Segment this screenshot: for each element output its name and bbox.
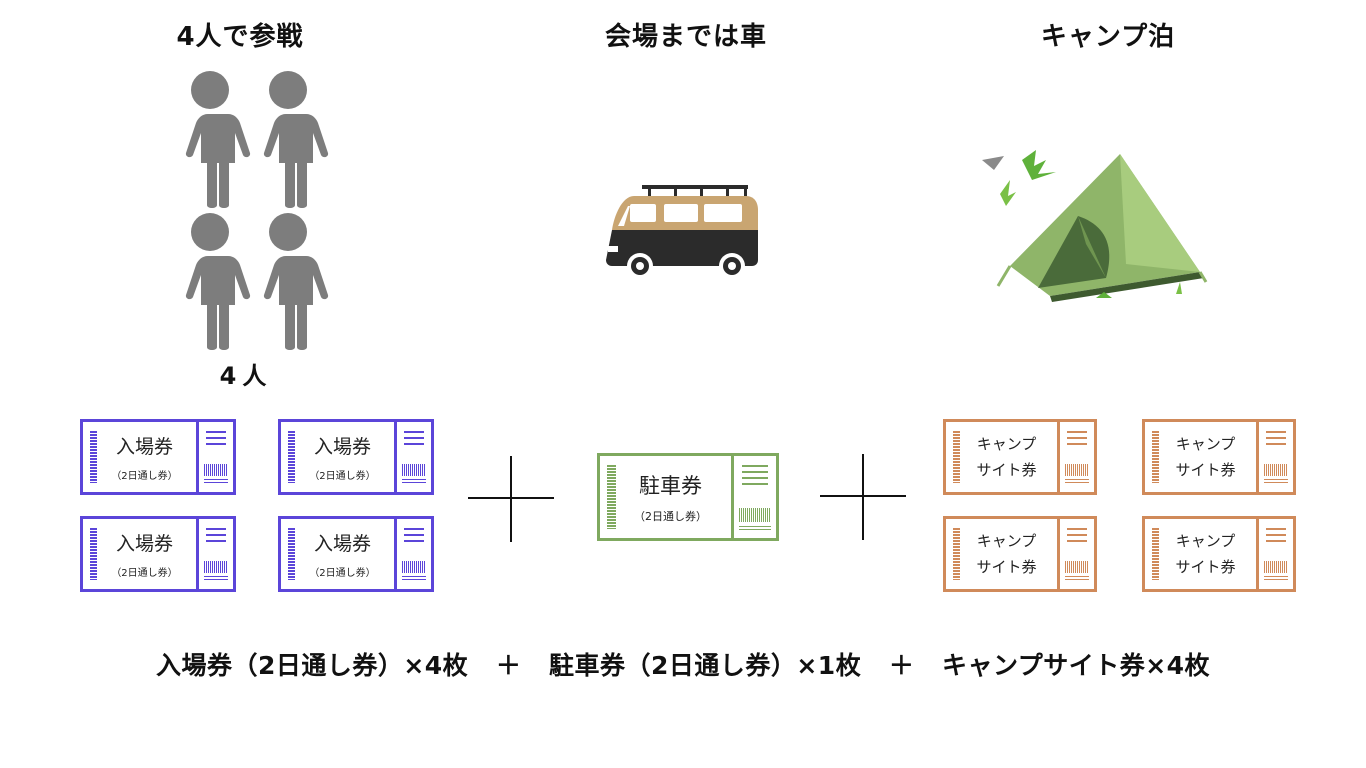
ticket-name-line2: サイト券 [1175, 461, 1236, 479]
ticket-name: 入場券 [115, 436, 173, 458]
campsite-ticket: キャンプ サイト券 [943, 419, 1097, 495]
ticket-name-line1: キャンプ [976, 532, 1037, 550]
barcode-icon [288, 431, 295, 483]
ticket-sub: （2日通し券） [309, 471, 376, 482]
barcode-icon [90, 431, 97, 483]
summary-plus: ＋ [888, 651, 915, 680]
parking-ticket: 駐車券 （2日通し券） [597, 453, 779, 541]
ticket-stub [196, 519, 233, 589]
ticket-stub [731, 456, 776, 538]
ticket-stub [1057, 519, 1094, 589]
ticket-name-line1: キャンプ [1175, 435, 1236, 453]
ticket-stub [1256, 519, 1293, 589]
admission-ticket: 入場券 （2日通し券） [278, 516, 434, 592]
people-title: 4人で参戦 [176, 22, 304, 52]
ticket-sub: （2日通し券） [111, 471, 178, 482]
ticket-name: 入場券 [313, 533, 371, 555]
ticket-name: 入場券 [115, 533, 173, 555]
barcode-icon [953, 528, 960, 580]
barcode-icon [1152, 528, 1159, 580]
tent-icon [982, 150, 1208, 302]
plus-icon [468, 456, 554, 542]
people-group [185, 71, 329, 350]
ticket-sub: （2日通し券） [634, 510, 707, 523]
summary-line: 入場券（2日通し券）×4枚 ＋ 駐車券（2日通し券）×1枚 ＋ キャンプサイト券… [0, 646, 1366, 682]
ticket-name: 入場券 [313, 436, 371, 458]
campsite-ticket: キャンプ サイト券 [1142, 419, 1296, 495]
person-icon [185, 213, 251, 350]
camp-title: キャンプ泊 [1040, 22, 1176, 52]
ticket-stub [394, 519, 431, 589]
campsite-ticket: キャンプ サイト券 [943, 516, 1097, 592]
summary-admission: 入場券（2日通し券）×4枚 [155, 651, 469, 680]
ticket-name-line2: サイト券 [976, 461, 1037, 479]
person-icon [263, 71, 329, 208]
ticket-stub [196, 422, 233, 492]
summary-campsite: キャンプサイト券×4枚 [941, 651, 1211, 680]
car-title: 会場までは車 [604, 22, 767, 52]
plus-icon [820, 454, 906, 540]
ticket-stub [1057, 422, 1094, 492]
person-icon [263, 213, 329, 350]
admission-ticket: 入場券 （2日通し券） [278, 419, 434, 495]
admission-ticket: 入場券 （2日通し券） [80, 516, 236, 592]
ticket-name-line1: キャンプ [976, 435, 1037, 453]
summary-parking: 駐車券（2日通し券）×1枚 [548, 651, 862, 680]
barcode-icon [1152, 431, 1159, 483]
barcode-icon [607, 465, 616, 529]
ticket-stub [394, 422, 431, 492]
barcode-icon [953, 431, 960, 483]
van-icon [606, 185, 758, 279]
ticket-sub: （2日通し券） [309, 568, 376, 579]
barcode-icon [90, 528, 97, 580]
people-count: 4人 [219, 362, 273, 390]
barcode-icon [288, 528, 295, 580]
admission-ticket: 入場券 （2日通し券） [80, 419, 236, 495]
ticket-name: 駐車券 [639, 474, 702, 498]
ticket-sub: （2日通し券） [111, 568, 178, 579]
ticket-name-line1: キャンプ [1175, 532, 1236, 550]
ticket-name-line2: サイト券 [976, 558, 1037, 576]
summary-plus: ＋ [495, 651, 522, 680]
campsite-ticket: キャンプ サイト券 [1142, 516, 1296, 592]
ticket-stub [1256, 422, 1293, 492]
person-icon [185, 71, 251, 208]
ticket-name-line2: サイト券 [1175, 558, 1236, 576]
